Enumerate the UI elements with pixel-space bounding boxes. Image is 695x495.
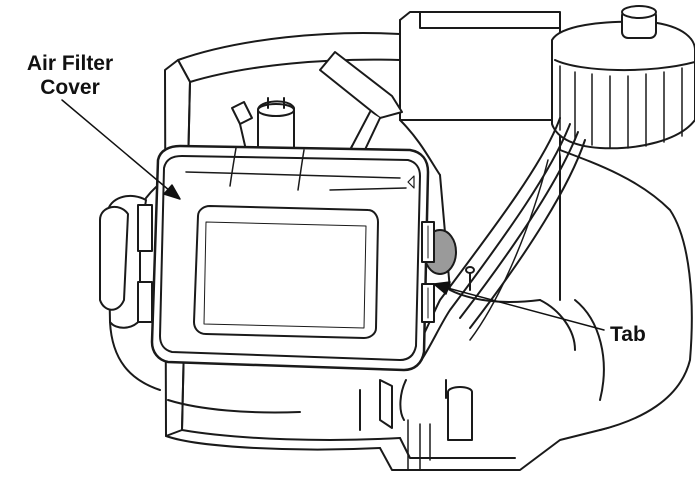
breather-fittings xyxy=(231,97,295,151)
cover-leader-line xyxy=(61,99,177,197)
fuel-cap xyxy=(551,5,695,150)
air-filter-cover-label: Air Filter Cover xyxy=(10,52,130,100)
air-filter-cover-label-line1: Air Filter xyxy=(26,52,114,75)
lower-fittings xyxy=(359,266,576,471)
control-lever xyxy=(319,51,403,161)
tab-leader-line xyxy=(439,285,605,331)
air-filter-cover xyxy=(150,144,430,372)
cover-leader-arrowhead xyxy=(163,184,181,200)
tab-label: Tab xyxy=(610,323,646,346)
cylinder-block xyxy=(399,11,561,303)
fuel-tank-body xyxy=(559,149,693,431)
left-bracket xyxy=(99,176,181,391)
leader-lines xyxy=(61,99,605,331)
cover-tabs xyxy=(421,221,435,323)
air-filter-cover-label-line2: Cover xyxy=(40,76,100,99)
tab-leader-arrowhead xyxy=(433,281,451,295)
